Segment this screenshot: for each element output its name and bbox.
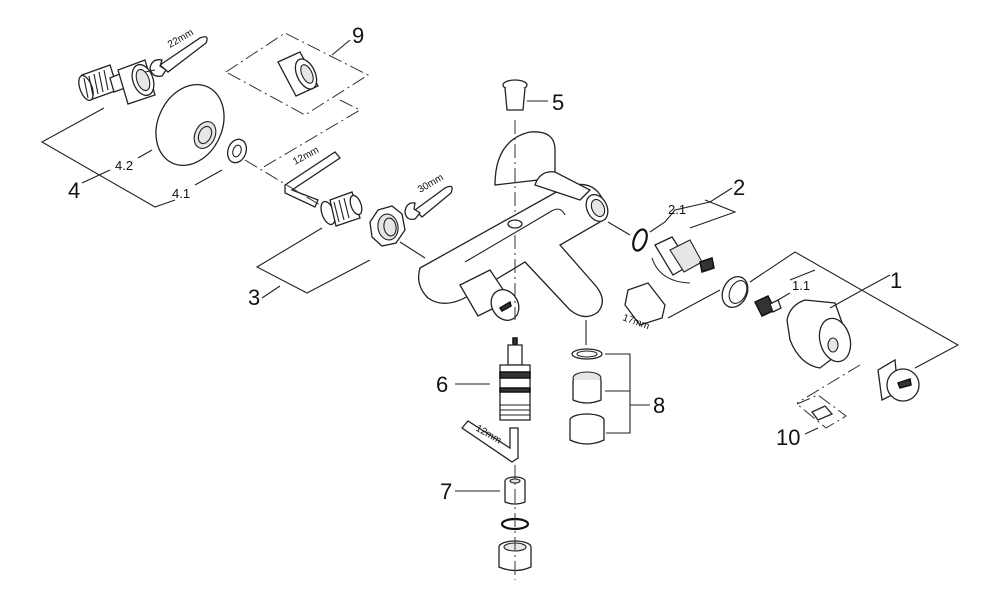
- axis-line-10: [796, 364, 861, 404]
- part-1-cap: [877, 358, 920, 402]
- leader-4-2: [137, 149, 153, 159]
- part-1-ring: [721, 275, 749, 309]
- callout-4-2: 4.2: [115, 158, 133, 173]
- callout-bracket-2b: [689, 199, 737, 229]
- part-9-adapter-box: 9: [225, 23, 370, 116]
- part-4-1-washer: [226, 138, 248, 164]
- part-2-1-o-ring: [632, 228, 648, 252]
- wrench-30mm-icon: 30mm: [404, 172, 453, 220]
- part-4-2-escutcheon: [155, 83, 225, 167]
- leader-1-1: [777, 292, 791, 301]
- part-3-nut: [369, 205, 406, 247]
- callout-bracket-4: [40, 107, 176, 208]
- hex-key-12mm-lower-icon: 12mm: [461, 420, 519, 463]
- callout-1: 1: [890, 268, 902, 293]
- leader-socket: [667, 289, 721, 319]
- socket-17mm-icon: 17mm: [621, 282, 666, 332]
- part-7-check-valve: 7: [440, 476, 526, 505]
- callout-2: 2: [733, 175, 745, 200]
- callout-1-1: 1.1: [792, 278, 810, 293]
- axis-line-4: [244, 159, 321, 206]
- callout-2-1: 2.1: [668, 202, 686, 217]
- leader-4-1: [194, 169, 223, 186]
- callout-8: 8: [653, 393, 665, 418]
- mixer-body: [417, 131, 609, 321]
- axis-line-2: [607, 221, 631, 236]
- callout-4-1: 4.1: [172, 186, 190, 201]
- callout-7: 7: [440, 479, 452, 504]
- part-6-diverter: 6: [436, 337, 531, 421]
- callout-5: 5: [552, 90, 564, 115]
- part-2-cartridge: [651, 236, 715, 284]
- callout-6: 6: [436, 372, 448, 397]
- part-10-screw-box: 10: [776, 394, 847, 450]
- callout-bracket-3: [255, 227, 371, 294]
- part-4-s-union: [78, 59, 156, 105]
- leader-4: [81, 169, 111, 184]
- wrench-22mm-icon: 22mm: [144, 27, 208, 77]
- part-3-adapter: [320, 191, 363, 227]
- axis-line-9: [261, 99, 362, 169]
- callout-9: 9: [352, 23, 364, 48]
- callout-bracket-1: [749, 251, 960, 369]
- callout-3: 3: [248, 285, 260, 310]
- axis-line-3: [399, 241, 426, 259]
- leader-1: [829, 274, 891, 309]
- part-1-1-spline-adapter: [753, 295, 782, 317]
- callout-10: 10: [776, 425, 800, 450]
- hex-key-12mm-upper-icon: 12mm: [284, 145, 341, 208]
- part-1-handle: [786, 299, 852, 369]
- part-5-cap: 5: [502, 79, 564, 115]
- callout-4: 4: [68, 178, 80, 203]
- callout-bracket-2: [649, 187, 733, 233]
- part-8-aerator: 8: [569, 348, 665, 445]
- leader-3: [261, 285, 281, 299]
- leader-1-1b: [789, 269, 816, 281]
